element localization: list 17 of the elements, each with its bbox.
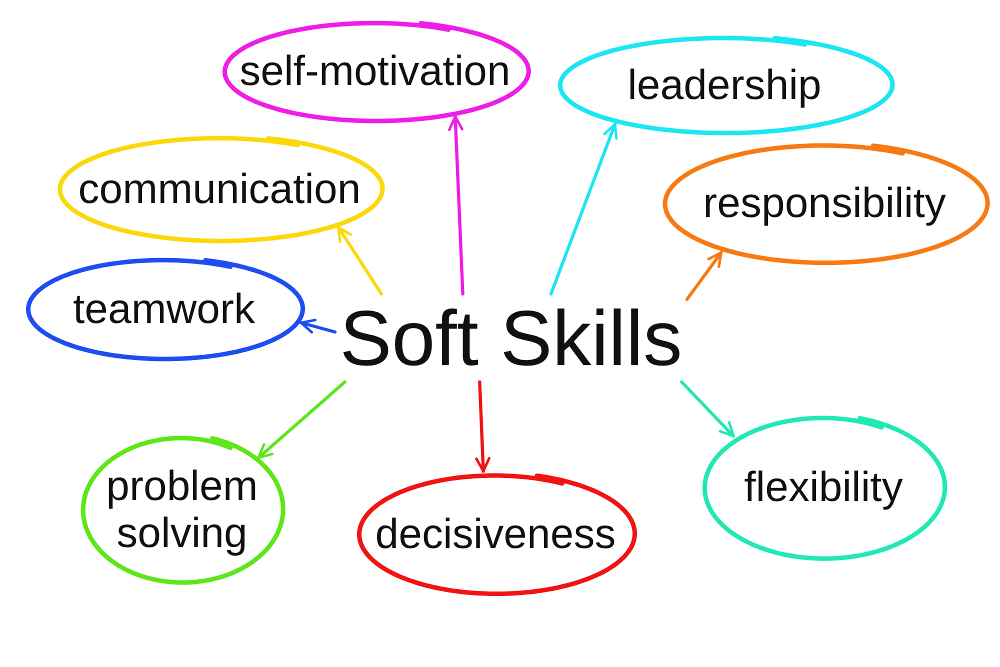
arrow — [448, 115, 464, 296]
skill-label: self-motivation — [240, 48, 510, 95]
skill-label: leadership — [628, 62, 822, 108]
skill-label: problem solving — [105, 463, 259, 556]
skill-label: decisiveness — [375, 510, 616, 558]
central-topic-label: Soft Skills — [335, 294, 687, 382]
skill-label: teamwork — [72, 286, 256, 332]
skill-label: communication — [78, 166, 361, 212]
arrow — [256, 380, 346, 460]
arrow — [680, 380, 736, 438]
skill-label: flexibility — [744, 464, 903, 511]
arrow — [685, 250, 723, 301]
skill-label: responsibility — [703, 180, 946, 227]
arrow — [300, 318, 337, 334]
arrow — [475, 380, 490, 473]
arrow — [549, 122, 618, 296]
arrow — [336, 226, 384, 296]
